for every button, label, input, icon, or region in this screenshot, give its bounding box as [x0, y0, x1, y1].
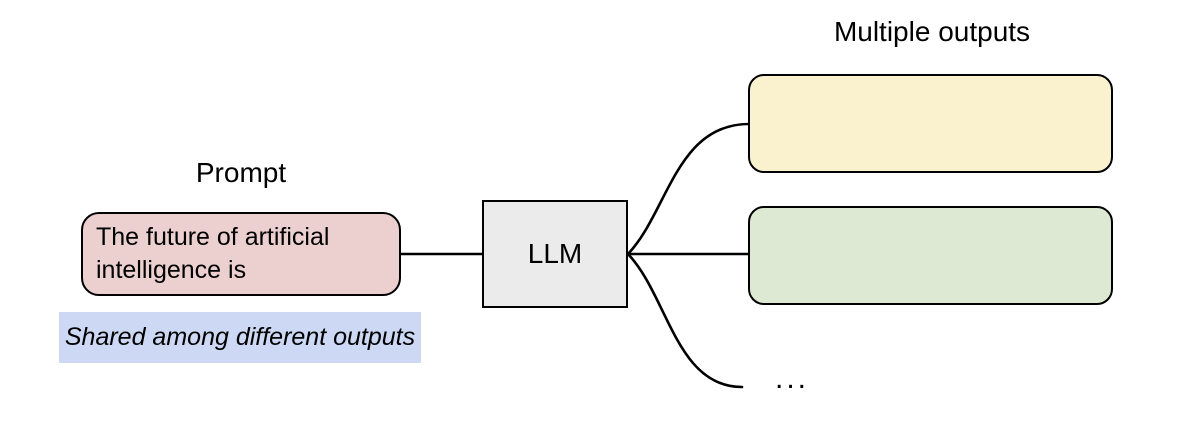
- output-node-2: [748, 206, 1113, 305]
- prompt-text-line-2: intelligence is: [96, 256, 247, 284]
- prompt-title: Prompt: [195, 157, 287, 188]
- edge-llm-to-more-outputs: [626, 252, 744, 389]
- more-outputs-ellipsis: ...: [775, 362, 810, 395]
- outputs-title: Multiple outputs: [833, 16, 1031, 47]
- llm-node: LLM: [482, 200, 628, 308]
- edge-llm-to-output-1: [626, 122, 751, 256]
- output-node-1: [748, 74, 1113, 173]
- prompt-caption: Shared among different outputs: [59, 312, 421, 363]
- prompt-node: The future of artificial intelligence is: [81, 212, 401, 296]
- prompt-text-line-1: The future of artificial: [96, 223, 330, 251]
